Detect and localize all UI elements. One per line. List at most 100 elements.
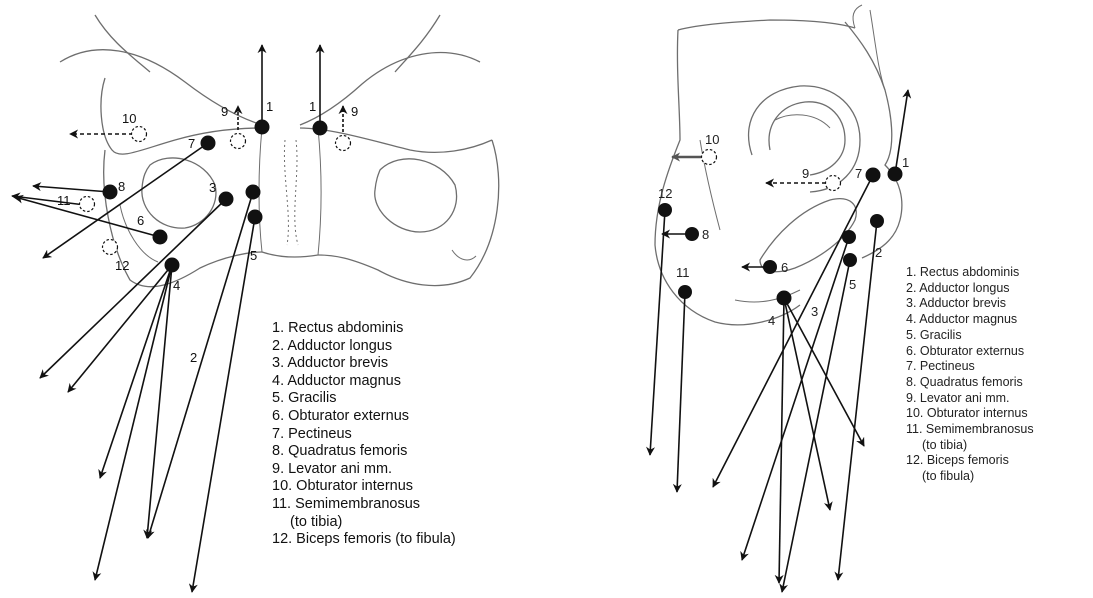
arrow-semimembranosus [12, 196, 85, 205]
legend-item: 7. Pectineus [272, 426, 456, 444]
origin-dot [870, 214, 884, 228]
number-label: 9 [221, 104, 228, 119]
arrow-adductor-magnus-3 [784, 298, 864, 446]
number-label: 5 [849, 277, 856, 292]
number-label: 11 [676, 265, 690, 280]
origin-dot [678, 285, 692, 299]
arrow-adductor-magnus-2 [100, 265, 172, 478]
legend-item: 8. Quadratus femoris [272, 443, 456, 461]
legend-item: 3. Adductor brevis [906, 296, 1034, 312]
origin-dot [685, 227, 699, 241]
legend-item: 1. Rectus abdominis [906, 265, 1034, 281]
origin-dot [843, 253, 857, 267]
arrow-adductor-magnus-1 [779, 298, 784, 583]
number-label: 11 [57, 193, 71, 208]
anterior-pelvis-outline [60, 15, 499, 287]
number-label: 9 [351, 104, 358, 119]
legend-item: 2. Adductor longus [272, 338, 456, 356]
hidden-origin [826, 176, 841, 191]
left-origin-dots [103, 120, 328, 273]
legend-anterior-view: 1. Rectus abdominis 2. Adductor longus 3… [272, 320, 456, 549]
origin-dot [658, 203, 672, 217]
legend-item: 9. Levator ani mm. [272, 461, 456, 479]
origin-dot [313, 121, 328, 136]
legend-item: 2. Adductor longus [906, 281, 1034, 297]
origin-dot [777, 291, 792, 306]
hidden-origin [80, 197, 95, 212]
arrow-gracilis [192, 217, 255, 592]
number-label: 10 [122, 111, 136, 126]
number-label: 6 [137, 213, 144, 228]
origin-dot [153, 230, 168, 245]
legend-item: 8. Quadratus femoris [906, 375, 1034, 391]
right-muscle-arrows [650, 90, 908, 592]
origin-dot [866, 168, 881, 183]
number-label: 4 [768, 313, 775, 328]
hidden-origin [702, 150, 717, 165]
number-label: 9 [802, 166, 809, 181]
legend-item: 5. Gracilis [906, 328, 1034, 344]
right-hidden-origins [702, 150, 841, 191]
number-label: 10 [705, 132, 719, 147]
arrow-adductor-brevis [40, 199, 226, 378]
number-label: 1 [902, 155, 909, 170]
origin-dot [219, 192, 234, 207]
arrow-quadratus [33, 186, 110, 192]
legend-item-label: 12. Biceps femoris [906, 453, 1009, 467]
arrow-adductor-magnus-2 [784, 298, 830, 510]
legend-item: 12. Biceps femoris (to fibula) [906, 453, 1034, 484]
number-label: 8 [702, 227, 709, 242]
number-label: 7 [188, 136, 195, 151]
origin-dot [165, 258, 180, 273]
legend-item-continuation: (to tibia) [272, 514, 456, 532]
legend-item-continuation: (to tibia) [906, 438, 1034, 454]
legend-item: 10. Obturator internus [272, 478, 456, 496]
number-label: 4 [173, 278, 180, 293]
number-label: 1 [266, 99, 273, 114]
number-label: 6 [781, 260, 788, 275]
arrow-adductor-longus [838, 221, 877, 580]
arrow-adductor-magnus-3 [147, 265, 172, 538]
legend-lateral-view: 1. Rectus abdominis 2. Adductor longus 3… [906, 265, 1034, 485]
legend-item: 5. Gracilis [272, 390, 456, 408]
number-label: 3 [811, 304, 818, 319]
lateral-pelvis-outline [655, 5, 902, 325]
origin-dot [248, 210, 263, 225]
hidden-origin [132, 127, 147, 142]
legend-item: 12. Biceps femoris (to fibula) [272, 531, 456, 549]
number-label: 7 [855, 166, 862, 181]
legend-item: 1. Rectus abdominis [272, 320, 456, 338]
legend-item: 10. Obturator internus [906, 406, 1034, 422]
legend-item-label: 11. Semimembranosus [906, 422, 1034, 436]
hidden-origin [231, 134, 246, 149]
origin-dot [888, 167, 903, 182]
number-label: 5 [250, 248, 257, 263]
origin-dot [842, 230, 856, 244]
hidden-origin [103, 240, 118, 255]
number-label: 12 [115, 258, 129, 273]
origin-dot [103, 185, 118, 200]
number-label: 3 [209, 180, 216, 195]
origin-dot [246, 185, 261, 200]
number-label: 12 [658, 186, 672, 201]
origin-dot [763, 260, 777, 274]
legend-item: 3. Adductor brevis [272, 355, 456, 373]
number-label: 1 [309, 99, 316, 114]
legend-item: 6. Obturator externus [272, 408, 456, 426]
legend-item: 7. Pectineus [906, 359, 1034, 375]
origin-dot [255, 120, 270, 135]
legend-item-label: 11. Semimembranosus [272, 496, 420, 512]
origin-dot [201, 136, 216, 151]
legend-item: 4. Adductor magnus [272, 373, 456, 391]
legend-item-continuation: (to fibula) [906, 469, 1034, 485]
arrow-semimembranosus [677, 292, 685, 492]
legend-item: 4. Adductor magnus [906, 312, 1034, 328]
number-label: 8 [118, 179, 125, 194]
hidden-origin [336, 136, 351, 151]
legend-item: 6. Obturator externus [906, 344, 1034, 360]
number-label: 2 [875, 245, 882, 260]
arrow-biceps [650, 210, 665, 455]
number-label: 2 [190, 350, 197, 365]
arrow-adductor-longus [148, 192, 253, 538]
legend-item: 11. Semimembranosus (to tibia) [272, 496, 456, 531]
